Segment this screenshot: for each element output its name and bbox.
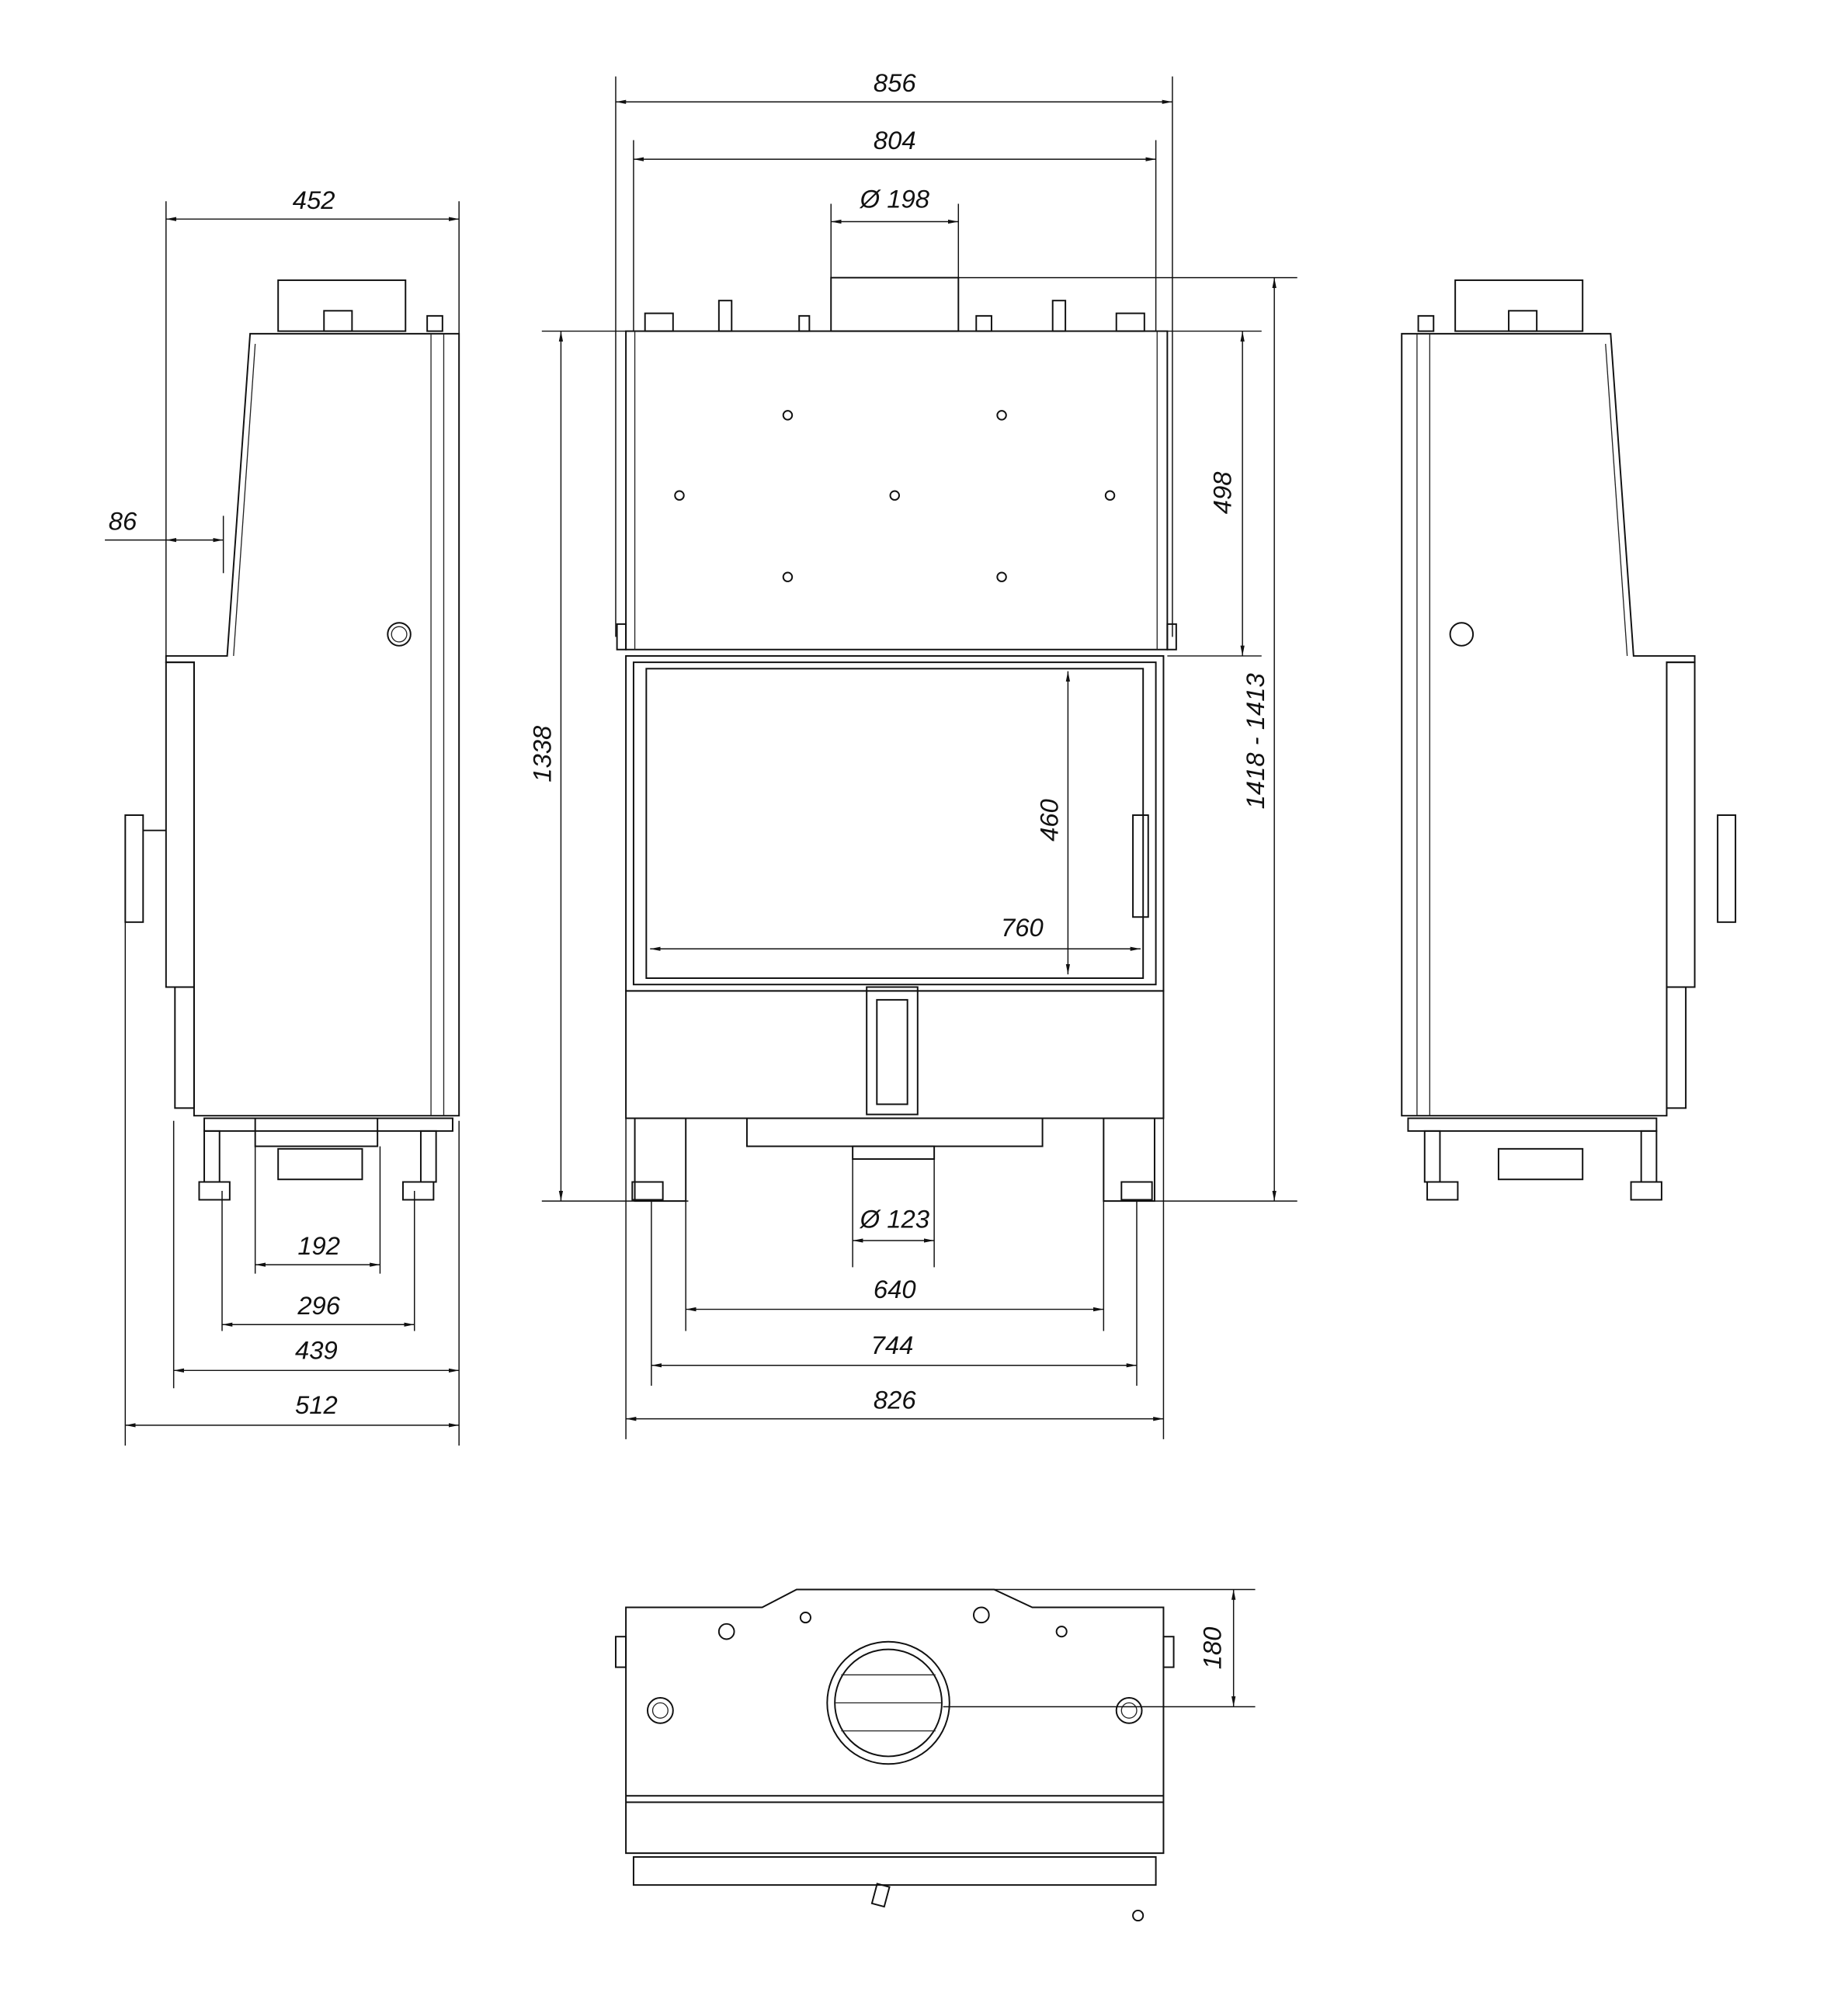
dim-192: 192 xyxy=(297,1231,340,1260)
dim-640: 640 xyxy=(874,1275,916,1303)
dim-856: 856 xyxy=(874,68,916,97)
dimension-labels: 856 804 Ø 198 452 86 498 1338 1418 - 141… xyxy=(109,68,1270,1669)
dim-744: 744 xyxy=(871,1331,914,1359)
dim-180: 180 xyxy=(1197,1627,1226,1670)
dim-296: 296 xyxy=(297,1291,340,1320)
left-side-view xyxy=(124,279,460,1201)
dimension-lines xyxy=(105,76,1297,1708)
dim-198: Ø 198 xyxy=(860,184,930,213)
right-side-view xyxy=(1401,279,1737,1201)
dim-826: 826 xyxy=(874,1386,916,1414)
dim-452: 452 xyxy=(293,186,335,214)
front-view xyxy=(616,276,1177,1203)
dim-123: Ø 123 xyxy=(860,1205,929,1234)
dim-460: 460 xyxy=(1034,799,1063,842)
dim-86: 86 xyxy=(109,507,137,536)
dim-760: 760 xyxy=(1001,913,1044,942)
dim-439: 439 xyxy=(295,1336,338,1365)
top-view xyxy=(614,1588,1175,1922)
dim-512: 512 xyxy=(295,1390,338,1419)
dim-1338: 1338 xyxy=(527,725,556,783)
dim-498: 498 xyxy=(1207,471,1236,514)
dim-1418-1413: 1418 - 1413 xyxy=(1241,673,1270,809)
dim-804: 804 xyxy=(874,126,916,154)
